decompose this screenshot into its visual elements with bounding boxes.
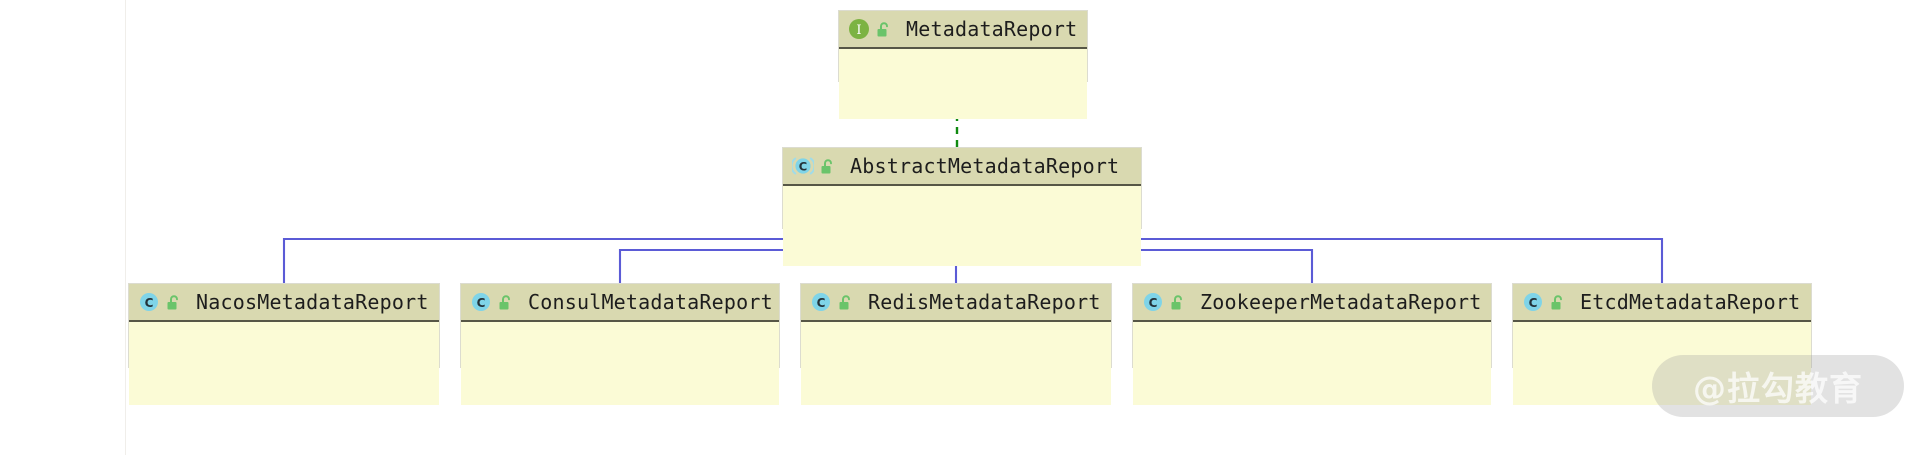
svg-text:C: C [817,296,826,310]
uml-node-title: ZookeeperMetadataReport [1200,290,1482,314]
class-icon: C [470,291,492,313]
uml-node-abstract-metadata-report[interactable]: C AbstractMetadataReport [782,147,1142,266]
uml-node-title: MetadataReport [906,17,1078,41]
class-icon: C [810,291,832,313]
svg-text:I: I [856,23,861,38]
unlocked-padlock-icon [875,21,892,38]
class-icon: C [138,291,160,313]
uml-node-body [129,322,439,405]
unlocked-padlock-icon [819,158,836,175]
uml-node-consul-metadata-report[interactable]: C ConsulMetadataReport [460,283,780,405]
watermark-text: @拉勾教育 [1693,369,1863,408]
uml-node-body [1133,322,1491,405]
uml-node-title: AbstractMetadataReport [850,154,1120,178]
uml-node-body [839,49,1087,119]
uml-node-body [783,186,1141,266]
uml-node-title: NacosMetadataReport [196,290,429,314]
uml-node-nacos-metadata-report[interactable]: C NacosMetadataReport [128,283,440,405]
watermark-badge: @拉勾教育 [1652,355,1904,417]
uml-node-header: C RedisMetadataReport [801,284,1111,322]
uml-node-header: C EtcdMetadataReport [1513,284,1811,322]
svg-text:C: C [799,160,807,174]
page-left-edge [125,0,126,455]
unlocked-padlock-icon [165,294,182,311]
uml-node-zookeeper-metadata-report[interactable]: C ZookeeperMetadataReport [1132,283,1492,405]
uml-node-redis-metadata-report[interactable]: C RedisMetadataReport [800,283,1112,405]
unlocked-padlock-icon [837,294,854,311]
svg-text:C: C [1529,296,1538,310]
class-icon: C [1142,291,1164,313]
uml-node-title: RedisMetadataReport [868,290,1101,314]
edge-etcd [1095,236,1664,283]
svg-text:C: C [477,296,486,310]
uml-node-header: C ZookeeperMetadataReport [1133,284,1491,322]
uml-node-title: EtcdMetadataReport [1580,290,1801,314]
uml-node-etcd-metadata-report[interactable]: C EtcdMetadataReport [1512,283,1812,405]
uml-node-header: C NacosMetadataReport [129,284,439,322]
class-icon: C [1522,291,1544,313]
uml-node-body [461,322,779,405]
unlocked-padlock-icon [497,294,514,311]
edge-nacos [282,236,838,283]
uml-node-body [801,322,1111,405]
interface-icon: I [848,18,870,40]
uml-node-metadata-report[interactable]: I MetadataReport [838,10,1088,119]
uml-node-title: ConsulMetadataReport [528,290,773,314]
uml-node-header: C ConsulMetadataReport [461,284,779,322]
uml-node-header: C AbstractMetadataReport [783,148,1141,186]
uml-node-header: I MetadataReport [839,11,1087,49]
unlocked-padlock-icon [1169,294,1186,311]
abstract-class-icon: C [792,155,814,177]
svg-text:C: C [145,296,154,310]
uml-node-body [1513,322,1811,405]
svg-text:C: C [1149,296,1158,310]
unlocked-padlock-icon [1549,294,1566,311]
